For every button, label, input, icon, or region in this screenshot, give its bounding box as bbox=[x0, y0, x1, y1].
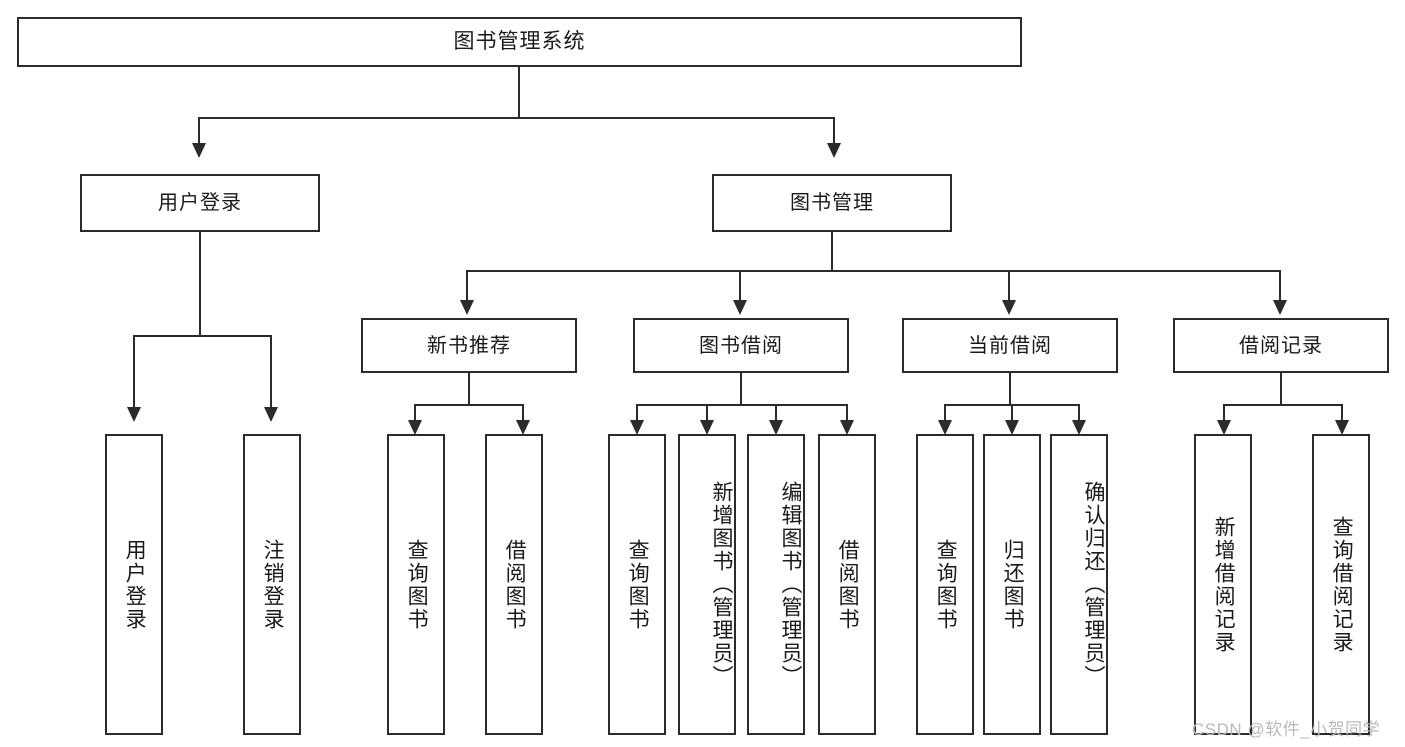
node-label: 借阅图书 bbox=[503, 538, 527, 631]
arrowhead-leaf-return-book bbox=[1005, 420, 1019, 435]
node-leaf-add-book[interactable]: 新增图书（管理员） bbox=[678, 434, 736, 735]
arrowhead-leaf-edit-book bbox=[769, 420, 783, 435]
arrowhead-leaf-add-record bbox=[1217, 420, 1231, 435]
connector-book-borrow-stem bbox=[740, 373, 742, 405]
arrowhead-leaf-add-book bbox=[700, 420, 714, 435]
node-leaf-return-book[interactable]: 归还图书 bbox=[983, 434, 1041, 735]
node-label: 新增图书（管理员） bbox=[710, 481, 733, 688]
node-label: 用户登录 bbox=[123, 538, 147, 631]
connector-to-book-manage bbox=[833, 117, 835, 145]
connector-level3-bar bbox=[466, 270, 1281, 272]
arrowhead-to-user-login bbox=[192, 143, 206, 158]
node-leaf-borrow-book-1[interactable]: 借阅图书 bbox=[485, 434, 543, 735]
node-book-borrow[interactable]: 图书借阅 bbox=[633, 318, 849, 373]
node-label: 借阅记录 bbox=[1239, 334, 1323, 357]
arrowhead-to-current-borrow bbox=[1002, 300, 1016, 315]
connector-nbr-drop-2 bbox=[522, 404, 524, 424]
node-leaf-query-book-3[interactable]: 查询图书 bbox=[916, 434, 974, 735]
connector-borrow-record-bar bbox=[1223, 404, 1342, 406]
node-label: 注销登录 bbox=[261, 538, 285, 631]
connector-to-new-book-recommend bbox=[466, 270, 468, 302]
arrowhead-leaf-borrow-book-2 bbox=[840, 420, 854, 435]
node-label: 用户登录 bbox=[158, 192, 242, 214]
node-user-login[interactable]: 用户登录 bbox=[80, 174, 320, 232]
node-label: 编辑图书（管理员） bbox=[779, 481, 802, 688]
connector-new-book-recommend-bar bbox=[414, 404, 524, 406]
node-leaf-logout-login[interactable]: 注销登录 bbox=[243, 434, 301, 735]
arrowhead-leaf-borrow-book-1 bbox=[516, 420, 530, 435]
connector-level2-bar bbox=[198, 117, 835, 119]
node-leaf-confirm-return[interactable]: 确认归还（管理员） bbox=[1050, 434, 1108, 735]
connector-br-drop-2 bbox=[1341, 404, 1343, 424]
arrowhead-leaf-query-book-2 bbox=[630, 420, 644, 435]
node-label: 查询图书 bbox=[626, 538, 650, 631]
node-book-manage[interactable]: 图书管理 bbox=[712, 174, 952, 232]
node-leaf-user-login[interactable]: 用户登录 bbox=[105, 434, 163, 735]
connector-cb-drop-1 bbox=[944, 404, 946, 424]
connector-user-login-drop-2 bbox=[270, 335, 272, 409]
connector-bb-drop-3 bbox=[775, 404, 777, 424]
node-label: 当前借阅 bbox=[968, 334, 1052, 357]
connector-current-borrow-stem bbox=[1009, 373, 1011, 405]
connector-bb-drop-2 bbox=[706, 404, 708, 424]
csdn-watermark: CSDN @软件_小贺同学 bbox=[1192, 720, 1381, 739]
connector-nbr-drop-1 bbox=[414, 404, 416, 424]
node-new-book-recommend[interactable]: 新书推荐 bbox=[361, 318, 577, 373]
connector-user-login-bar bbox=[133, 335, 271, 337]
connector-br-drop-1 bbox=[1223, 404, 1225, 424]
arrowhead-leaf-query-book-1 bbox=[408, 420, 422, 435]
connector-borrow-record-stem bbox=[1280, 373, 1282, 405]
node-label: 查询借阅记录 bbox=[1330, 515, 1354, 654]
connector-cb-drop-3 bbox=[1078, 404, 1080, 424]
arrowhead-leaf-user-login bbox=[127, 407, 141, 422]
node-leaf-query-book-1[interactable]: 查询图书 bbox=[387, 434, 445, 735]
node-leaf-edit-book[interactable]: 编辑图书（管理员） bbox=[747, 434, 805, 735]
connector-root-stem bbox=[518, 67, 520, 118]
node-current-borrow[interactable]: 当前借阅 bbox=[902, 318, 1118, 373]
arrowhead-leaf-query-record bbox=[1335, 420, 1349, 435]
connector-cb-drop-2 bbox=[1011, 404, 1013, 424]
node-label: 归还图书 bbox=[1001, 538, 1025, 631]
node-label: 查询图书 bbox=[934, 538, 958, 631]
arrowhead-leaf-logout-login bbox=[264, 407, 278, 422]
connector-to-user-login bbox=[198, 117, 200, 145]
node-label: 图书借阅 bbox=[699, 334, 783, 357]
connector-to-book-borrow bbox=[739, 270, 741, 302]
node-borrow-record[interactable]: 借阅记录 bbox=[1173, 318, 1389, 373]
connector-to-current-borrow bbox=[1008, 270, 1010, 302]
node-label: 新书推荐 bbox=[427, 334, 511, 357]
arrowhead-to-borrow-record bbox=[1273, 300, 1287, 315]
connector-user-login-drop-1 bbox=[133, 335, 135, 409]
node-label: 借阅图书 bbox=[836, 538, 860, 631]
connector-user-login-stem bbox=[199, 232, 201, 336]
node-label: 图书管理系统 bbox=[453, 30, 586, 54]
connector-book-borrow-bar bbox=[636, 404, 848, 406]
connector-bb-drop-4 bbox=[846, 404, 848, 424]
node-leaf-borrow-book-2[interactable]: 借阅图书 bbox=[818, 434, 876, 735]
arrowhead-to-new-book-recommend bbox=[460, 300, 474, 315]
node-leaf-query-record[interactable]: 查询借阅记录 bbox=[1312, 434, 1370, 735]
node-label: 确认归还（管理员） bbox=[1082, 481, 1105, 688]
node-leaf-add-record[interactable]: 新增借阅记录 bbox=[1194, 434, 1252, 735]
node-label: 查询图书 bbox=[405, 538, 429, 631]
connector-new-book-recommend-stem bbox=[468, 373, 470, 405]
connector-bb-drop-1 bbox=[636, 404, 638, 424]
arrowhead-leaf-query-book-3 bbox=[938, 420, 952, 435]
connector-to-borrow-record bbox=[1279, 270, 1281, 302]
node-label: 图书管理 bbox=[790, 192, 874, 214]
node-leaf-query-book-2[interactable]: 查询图书 bbox=[608, 434, 666, 735]
arrowhead-to-book-manage bbox=[827, 143, 841, 158]
node-label: 新增借阅记录 bbox=[1212, 515, 1236, 654]
arrowhead-to-book-borrow bbox=[733, 300, 747, 315]
node-root-system[interactable]: 图书管理系统 bbox=[17, 17, 1022, 67]
arrowhead-leaf-confirm-return bbox=[1072, 420, 1086, 435]
connector-book-manage-stem bbox=[831, 232, 833, 272]
